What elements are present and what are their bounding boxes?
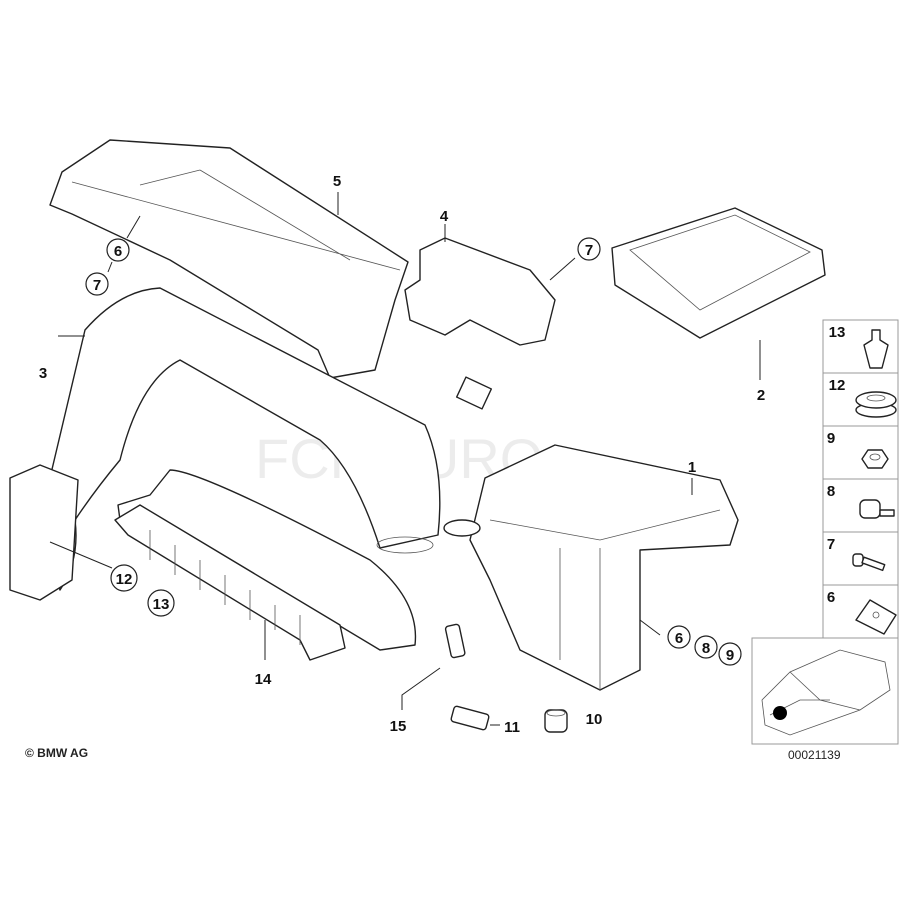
callout-circle xyxy=(718,642,742,666)
callout-11: 11 xyxy=(504,719,520,736)
grommet-icon xyxy=(855,391,897,418)
part-5-cover xyxy=(49,139,409,379)
part-14-guide xyxy=(114,504,346,661)
callout-circle xyxy=(577,237,601,261)
callout-circle xyxy=(110,564,138,592)
leader-12 xyxy=(49,541,113,569)
legend-13: 13 xyxy=(829,324,846,341)
callout-2: 2 xyxy=(757,387,765,404)
callout-14: 14 xyxy=(255,671,272,688)
callout-5: 5 xyxy=(333,173,341,190)
callout-circle xyxy=(85,272,109,296)
part-2-filter xyxy=(611,207,826,339)
callout-8: 8 xyxy=(702,640,710,657)
leader-7b xyxy=(549,257,576,281)
callout-circle xyxy=(694,635,718,659)
callout-6a: 6 xyxy=(114,243,122,260)
callout-1: 1 xyxy=(688,459,696,476)
part-4-intake xyxy=(404,237,556,410)
callout-4: 4 xyxy=(440,208,449,225)
part-10-cap xyxy=(544,709,568,733)
part-1-housing xyxy=(443,444,739,691)
callout-circle xyxy=(106,238,130,262)
callout-13: 13 xyxy=(153,596,170,613)
leader-6b xyxy=(639,619,661,636)
nut-icon xyxy=(861,449,889,469)
legend-cell xyxy=(822,425,899,480)
clip-nut-icon xyxy=(855,599,897,635)
legend-12: 12 xyxy=(829,377,846,394)
legend-8: 8 xyxy=(827,483,835,500)
callout-3: 3 xyxy=(39,365,47,382)
leader-7a xyxy=(107,261,113,273)
callout-7b: 7 xyxy=(585,242,593,259)
callout-6b: 6 xyxy=(675,630,683,647)
callout-15: 15 xyxy=(390,718,407,735)
diagram-code: 00021139 xyxy=(788,748,841,762)
callout-12: 12 xyxy=(116,571,133,588)
copyright: © BMW AG xyxy=(25,746,88,760)
legend-6: 6 xyxy=(827,589,835,606)
callout-circle xyxy=(147,589,175,617)
leader-15 xyxy=(401,667,441,710)
part-11-sensor xyxy=(450,705,490,731)
legend-9: 9 xyxy=(827,430,835,447)
part-3-duct xyxy=(9,287,441,651)
rubber-mount-icon xyxy=(859,499,895,519)
legend-7: 7 xyxy=(827,536,835,553)
callout-10: 10 xyxy=(586,711,603,728)
push-rivet-icon xyxy=(863,329,889,369)
locator-frame xyxy=(751,637,899,745)
part-15-clip xyxy=(444,623,466,659)
callout-7a: 7 xyxy=(93,277,101,294)
locator-dot xyxy=(773,706,787,720)
bolt-icon xyxy=(852,553,886,572)
leader-6a xyxy=(126,215,141,239)
callout-circle xyxy=(667,625,691,649)
vehicle-locator xyxy=(751,637,899,745)
hardware-legend: 13 12 9 8 7 6 xyxy=(822,319,899,639)
callout-9: 9 xyxy=(726,647,734,664)
